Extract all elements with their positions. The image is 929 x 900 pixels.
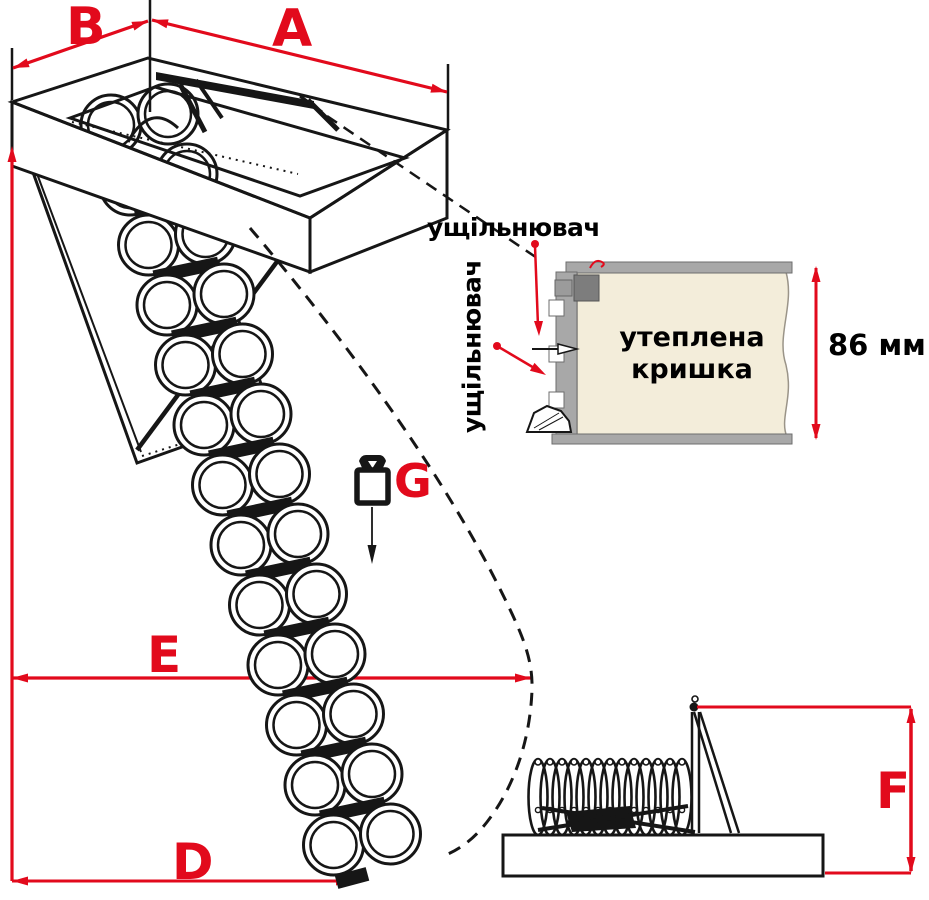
load-direction-arrow <box>367 507 377 564</box>
dimension-86mm <box>811 266 821 440</box>
latch-block <box>573 274 600 302</box>
label-dim-g: G <box>394 454 432 508</box>
label-dim-a: A <box>272 0 313 59</box>
label-insulated-lid-line1: утеплена <box>619 322 765 353</box>
label-insulated-lid: утеплена кришка <box>600 322 784 386</box>
lid-cross-section <box>493 240 821 445</box>
label-dim-e: E <box>147 626 182 684</box>
label-seal-side: ущільнювач <box>457 259 487 434</box>
seal-arrow-side <box>493 342 546 375</box>
label-dim-d: D <box>172 833 214 891</box>
attic-hatch-box <box>7 0 451 275</box>
label-dim-b: B <box>66 0 106 57</box>
fold-path-dashed-curve <box>248 227 534 859</box>
dimension-b <box>12 19 149 70</box>
dimension-f <box>697 705 916 875</box>
pivot-point <box>689 702 699 712</box>
detail-leader-dashed <box>326 114 541 262</box>
seal-middle <box>532 343 580 355</box>
closed-lid-panel <box>501 833 825 878</box>
label-dim-f: F <box>876 762 911 820</box>
folded-ladder-side-view <box>501 695 825 878</box>
hatch-mechanism <box>126 72 340 143</box>
dimension-a <box>151 18 448 94</box>
label-insulated-lid-line2: кришка <box>631 353 753 385</box>
insulated-lid-body <box>576 271 790 438</box>
seal-top-mark <box>589 259 605 269</box>
label-lid-thickness: 86 мм <box>828 328 926 362</box>
label-seal-top: ущільнювач <box>427 213 601 242</box>
seal-bottom <box>525 404 573 433</box>
dimension-height-line <box>7 146 17 881</box>
ladder-foot <box>334 867 370 889</box>
seal-arrow-top <box>531 240 543 336</box>
weight-icon <box>354 455 391 506</box>
